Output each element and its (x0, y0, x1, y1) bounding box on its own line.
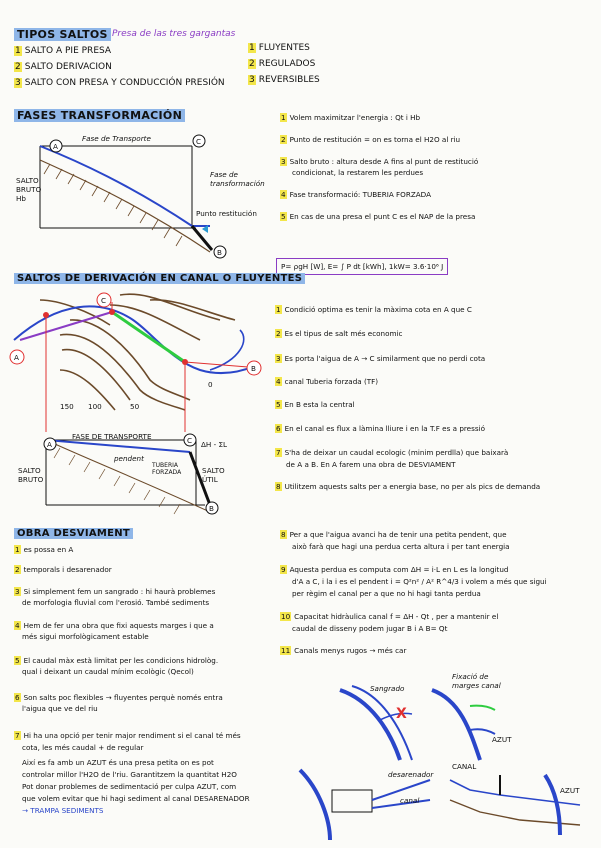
derivacion-contour-0: 0 (208, 380, 213, 389)
obra-right-8b: això farà que hagi una perdua certa altu… (292, 542, 510, 551)
fases-terrain-hatch (44, 164, 182, 246)
obra-item-7d: controlar millor l'H2O de l'riu. Garanti… (22, 770, 237, 779)
derivacion-profile-b: B (209, 504, 214, 513)
sketch-azut2-label: AZUT (560, 786, 580, 795)
derivacion-fase-transporte: FASE DE TRANSPORTE (72, 432, 151, 441)
derivacion-river (14, 306, 255, 373)
obra-item-5b: qual i deixant un caudal mínim ecològic … (22, 667, 194, 676)
sketch-canal-azut (450, 775, 580, 835)
obra-right-9c: per règim el canal per a que no hi hagi … (292, 589, 481, 598)
obra-item-3b: de morfologia fluvial com l'erosió. Tamb… (22, 598, 209, 607)
fases-title: FASES TRANSFORMACIÓN (14, 109, 185, 122)
derivacion-delta: ΔH - ΣL (201, 440, 227, 449)
fases-penstock (192, 226, 212, 250)
fases-label-b: B (217, 248, 222, 257)
derivacion-pendent: pendent (114, 454, 144, 463)
fases-label-c: C (196, 137, 201, 146)
obra-item-7e: Pot donar problemes de sedimentació per … (22, 782, 236, 791)
derivacion-tuberia: TUBERIA FORZADA (152, 462, 188, 476)
derivacion-canal-line (20, 312, 112, 340)
obra-item-7f: que volem evitar que hi hagi sediment al… (22, 794, 250, 803)
fases-label-a: A (53, 142, 58, 151)
derivacion-contour-50: 50 (130, 402, 139, 411)
sketch-azut1-label: AZUT (492, 735, 512, 744)
obra-item-7c: Així es fa amb un AZUT és una presa peti… (22, 758, 214, 767)
derivacion-profile (44, 434, 218, 514)
derivacion-contour-150: 150 (60, 402, 74, 411)
derivacion-title: SALTOS DE DERIVACIÓN EN CANAL O FLUYENTE… (14, 273, 305, 284)
sketch-fixacio-label: Fixació de marges canal (452, 672, 512, 690)
sketch-desarenador (300, 770, 430, 840)
fases-restitution-marker (202, 225, 208, 233)
derivacion-map (10, 293, 261, 432)
obra-right-9b: d'A a C, i la i es el pendent i = Q²n² /… (292, 577, 547, 586)
obra-item-4b: més sigui morfològicament estable (22, 632, 149, 641)
obra-item-6b: l'aigua que ve del riu (22, 704, 98, 713)
derivacion-salto-util: SALTO ÚTIL (202, 466, 228, 484)
derivacion-profile-c: C (187, 436, 192, 445)
obra-item-7b: cota, les més caudal + de regular (22, 743, 143, 752)
tipos-title: TIPOS SALTOS (14, 28, 111, 41)
sketch-canal1-label: canal (400, 796, 419, 805)
fases-label-transporte: Fase de Transporte (82, 134, 151, 143)
derivacion-map-c: C (101, 296, 106, 305)
derivacion-map-b: B (251, 364, 256, 373)
sketch-sangrado-x: X (396, 706, 407, 722)
fases-water-line (40, 146, 210, 226)
sketch-canal2-label: CANAL (452, 762, 476, 771)
fases-item-3b: condicionat, la restarem les perdues (292, 168, 423, 177)
sketch-desarenador-label: desarenador (388, 770, 433, 779)
sketch-sangrado-label: Sangrado (370, 684, 404, 693)
derivacion-item-7b: de A a B. En A farem una obra de DESVIAM… (286, 460, 455, 469)
sketch-fixacio (432, 690, 495, 760)
fases-label-salto-bruto: SALTO BRUTO Hb (16, 176, 40, 203)
obra-item-7g: → TRAMPA SEDIMENTS (22, 806, 103, 815)
derivacion-penstock-line (112, 312, 185, 362)
obra-right-10b: caudal de disseny podem jugar B i A B= Q… (292, 624, 447, 633)
derivacion-map-a: A (14, 353, 19, 362)
derivacion-contour-100: 100 (88, 402, 102, 411)
sketch-sangrado (340, 686, 412, 760)
derivacion-salto-bruto: SALTO BRUTO (18, 466, 44, 484)
derivacion-profile-a: A (47, 440, 52, 449)
fases-label-transformacion: Fase de transformación (210, 170, 268, 188)
fases-label-restitucion: Punto restitución (196, 209, 257, 218)
obra-title: OBRA DESVIAMENT (14, 528, 133, 539)
tipos-subtitle: Presa de las tres gargantas (112, 29, 235, 39)
fases-terrain (40, 160, 210, 252)
